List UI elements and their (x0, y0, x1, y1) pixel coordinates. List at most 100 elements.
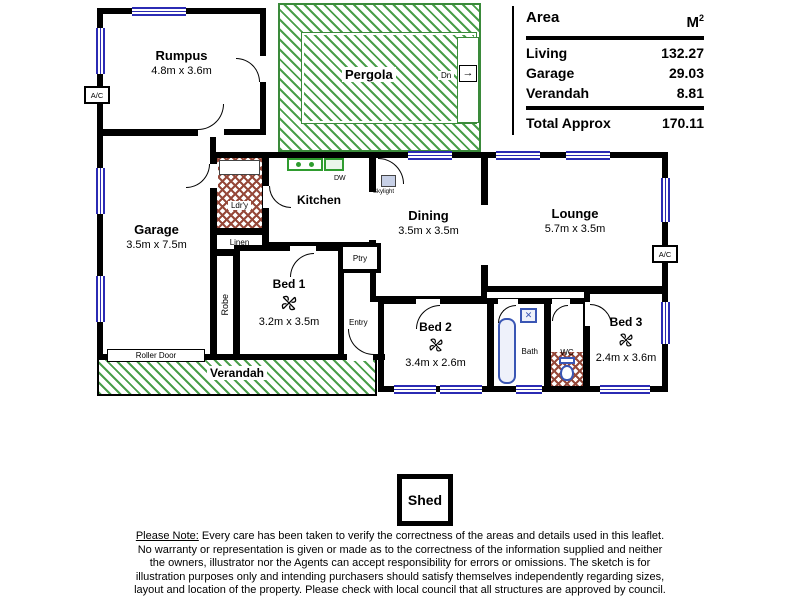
door-gap (498, 299, 518, 307)
door-gap (347, 353, 373, 361)
roller-door: Roller Door (107, 349, 205, 362)
row-value: 8.81 (676, 85, 704, 101)
total-value: 170.11 (661, 115, 704, 131)
room-label: Ldr'y (227, 201, 252, 210)
window (96, 168, 105, 214)
door-arc (348, 329, 374, 355)
window (440, 385, 482, 394)
kitchen-sink-icon (324, 158, 344, 171)
window (516, 385, 542, 394)
table-row: Living 132.27 (526, 43, 704, 63)
window (661, 178, 670, 222)
window (661, 302, 670, 344)
row-label: Verandah (526, 85, 590, 101)
disclaimer-line: Please Note: Every care has been taken t… (0, 530, 800, 544)
hob-dot-icon (296, 162, 302, 167)
kitchen-counter-icon (287, 158, 323, 171)
basin-icon: ✕ (520, 308, 537, 323)
window (96, 276, 105, 322)
door-gap (416, 299, 440, 307)
room-label: WC (560, 348, 574, 357)
ceiling-fan-icon (428, 338, 443, 352)
row-value: 29.03 (668, 65, 704, 81)
room-verandah: Verandah (97, 356, 377, 396)
stairs-down-label: Dn (438, 71, 455, 80)
disclaimer-line: the owners, illustrator nor the Agents c… (149, 557, 651, 569)
window (566, 151, 610, 160)
room-label: Lounge (551, 206, 599, 221)
dishwasher-label: DW (334, 175, 346, 182)
row-label: Living (526, 45, 568, 61)
toilet-icon (559, 357, 575, 364)
room-dims: 3.5m x 7.5m (126, 239, 187, 251)
room-label: Bath (521, 347, 538, 356)
ac-unit: A/C (84, 86, 110, 104)
door-gap (290, 246, 316, 255)
window (496, 151, 540, 160)
table-divider (526, 106, 704, 110)
hob-dot-icon (308, 162, 314, 167)
disclaimer-line: No warranty or representation is given o… (137, 543, 663, 556)
door-gap (263, 186, 271, 208)
door-gap (198, 129, 224, 137)
room-dims: 3.4m x 2.6m (405, 357, 466, 369)
room-label: Dining (408, 208, 449, 223)
area-table-header: Area M2 (526, 8, 704, 33)
window (132, 7, 186, 16)
ac-label: A/C (658, 249, 672, 259)
room-laundry: Ldr'y (211, 152, 268, 234)
area-header-label: Area (526, 9, 560, 26)
ceiling-fan-icon (619, 333, 633, 347)
room-label-pergola: Pergola (342, 67, 396, 82)
room-label: Robe (220, 294, 230, 316)
skylight-icon (381, 175, 396, 187)
ac-label: A/C (90, 90, 104, 100)
room-label: Linen (229, 237, 250, 247)
room-garage: Garage 3.5m x 7.5m (97, 130, 216, 360)
toilet-bowl-icon (560, 365, 574, 381)
roller-door-label: Roller Door (135, 351, 177, 360)
door-gap (260, 56, 268, 82)
table-total-row: Total Approx 170.11 (526, 113, 704, 133)
room-label-verandah: Verandah (206, 366, 268, 380)
disclaimer-line: illustration purposes only and intending… (135, 570, 665, 583)
skylight-label: Skylight (373, 189, 395, 195)
table-row: Garage 29.03 (526, 63, 704, 83)
room-bed1: Bed 1 3.2m x 3.5m (234, 245, 344, 360)
room-bed3: Bed 3 2.4m x 3.6m (584, 288, 668, 392)
room-lounge: Lounge 5.7m x 3.5m (482, 152, 668, 292)
window (408, 151, 452, 160)
room-dims: 3.5m x 3.5m (398, 225, 459, 237)
room-label-entry: Entry (349, 318, 368, 327)
room-label: Bed 3 (609, 315, 643, 329)
room-dims: 5.7m x 3.5m (544, 223, 606, 235)
window (600, 385, 650, 394)
dn-arrow-icon: → (459, 65, 477, 82)
disclaimer-line: layout and location of the property. Ple… (134, 584, 666, 596)
room-bath: ✕ Bath (488, 298, 550, 392)
ac-unit: A/C (652, 245, 678, 263)
room-dims: 4.8m x 3.6m (151, 65, 212, 77)
ceiling-fan-icon (281, 295, 297, 310)
door-gap (552, 299, 570, 307)
area-table: Area M2 Living 132.27 Garage 29.03 Veran… (512, 6, 704, 135)
door-gap (210, 164, 218, 188)
row-value: 132.27 (661, 45, 704, 61)
laundry-trough-icon (219, 160, 260, 175)
window (96, 28, 105, 74)
shed-box: Shed (397, 474, 453, 526)
bathtub-icon (498, 318, 516, 384)
room-label: Rumpus (155, 48, 208, 63)
room-dims: 3.2m x 3.5m (258, 315, 320, 328)
please-note-label: Please Note: (135, 530, 199, 542)
room-dims: 2.4m x 3.6m (595, 352, 657, 364)
disclaimer: Please Note: Every care has been taken t… (0, 530, 800, 598)
row-label: Garage (526, 65, 575, 81)
door-gap (585, 302, 593, 326)
room-label-shed: Shed (407, 492, 443, 508)
total-label: Total Approx (526, 115, 611, 131)
unit-superscript: 2 (698, 13, 704, 23)
window (394, 385, 436, 394)
door-gap (481, 205, 490, 265)
